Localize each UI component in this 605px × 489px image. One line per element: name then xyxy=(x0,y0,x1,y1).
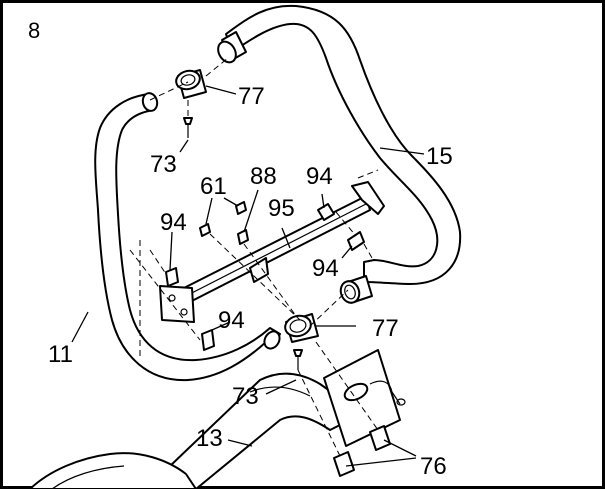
label-part-94-left: 94 xyxy=(160,209,187,236)
bolts-94 xyxy=(165,203,365,351)
bolts-76 xyxy=(333,425,391,477)
end-cap-bottom xyxy=(284,313,319,343)
label-part-94-right: 94 xyxy=(312,255,339,282)
label-part-88: 88 xyxy=(250,163,277,190)
right-handlebar-tube xyxy=(217,4,462,304)
label-part-94-bottom: 94 xyxy=(218,307,245,334)
screw-73-bottom xyxy=(293,349,303,370)
label-part-94-top: 94 xyxy=(306,163,333,190)
mounting-plate xyxy=(323,349,406,447)
step-number: 8 xyxy=(28,18,40,43)
label-part-11: 11 xyxy=(48,341,73,368)
left-handlebar-tube xyxy=(94,92,281,382)
label-part-76: 76 xyxy=(420,453,447,480)
label-part-61: 61 xyxy=(200,173,227,200)
screw-88 xyxy=(237,229,249,245)
machine-body-partial xyxy=(29,452,197,489)
crossbar xyxy=(159,181,385,323)
label-part-77-bottom: 77 xyxy=(372,315,399,342)
screw-73-top xyxy=(183,117,193,138)
label-part-77-top: 77 xyxy=(238,83,265,110)
label-part-15: 15 xyxy=(426,143,453,170)
callout-leaders xyxy=(71,85,425,467)
end-cap-top xyxy=(175,69,207,99)
assembly-guide-lines xyxy=(129,57,379,457)
label-part-95: 95 xyxy=(268,195,295,222)
label-part-73-top: 73 xyxy=(150,151,177,178)
callout-labels: 77 73 15 61 88 94 95 94 94 11 94 77 73 1… xyxy=(48,83,453,480)
label-part-73-bottom: 73 xyxy=(232,383,259,410)
label-part-13: 13 xyxy=(196,425,223,452)
screws-61 xyxy=(199,201,247,237)
